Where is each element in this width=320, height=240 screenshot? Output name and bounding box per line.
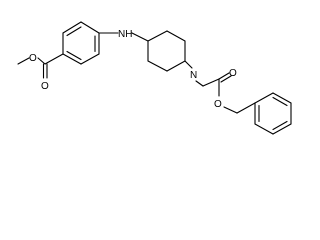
piperidine-n-ring-bond [184,60,193,69]
ring2-bond-5 [254,123,274,135]
methyl-bond [17,57,30,65]
pip-bond-4 [166,60,186,72]
ester-ether-oxygen-label: O [29,53,37,64]
carbamate-carbonyl-oxygen-label: O [229,68,237,79]
carbamate-carbon-bond [202,78,220,87]
ester-carbonyl-oxygen-label: O [41,81,49,92]
amine-nh-label: NH [118,29,132,40]
carbamate-carbonyl-b [220,75,232,83]
pip-bond-2 [166,30,186,42]
ring2-double-2 [272,120,288,131]
pip-bond-5 [147,60,168,72]
ring1-bond-6 [62,53,82,65]
methyl-ester-group [17,53,64,79]
benzoate-ring [62,21,100,65]
ring2-bond-4 [272,123,292,135]
pip-bond-1 [147,30,168,42]
ring2-bond-1 [254,92,274,104]
piperidine-nitrogen-label: N [190,70,197,81]
piperidine-n-bond [195,80,204,87]
ring1-double-3 [66,50,82,61]
ring2-double-1 [272,96,288,107]
piperidine-ring [147,30,186,72]
nitrogen-piperidine-bond [131,32,149,42]
ring1-bond-2 [62,21,82,34]
ring1-bond-5 [80,53,100,65]
oxygen-benzyl-bond [223,106,238,114]
benzyl-ring [254,92,292,135]
ester-ether-bond [37,57,46,65]
carbamate-ether-oxygen-label: O [214,99,222,110]
structure-canvas: O O NH N O O [17,21,292,135]
ring2-bond-2 [272,92,292,104]
benzyl-ch2-bond [236,102,256,114]
ester-to-ring-bond [44,53,64,65]
ring1-bond-3 [80,21,100,34]
ring1-double-1 [66,26,82,37]
carbamate-carbonyl-a [218,72,230,80]
